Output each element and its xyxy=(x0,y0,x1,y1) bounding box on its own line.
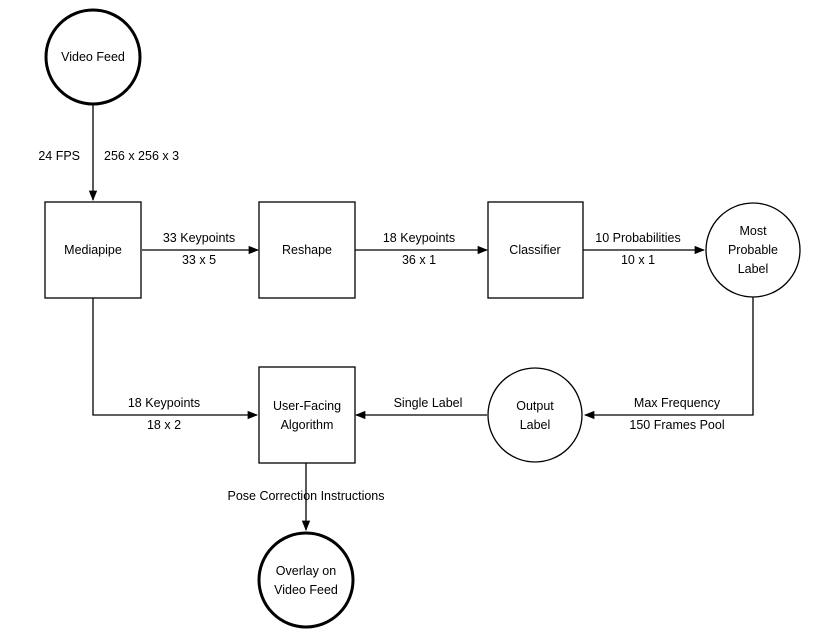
edge-mediapipe-to-user-facing xyxy=(92,298,259,420)
node-mediapipe xyxy=(44,201,142,299)
node-video-feed xyxy=(44,8,142,106)
edge-label-pose-correction: Pose Correction Instructions xyxy=(227,489,384,503)
node-reshape-label: Reshape xyxy=(282,243,332,257)
node-classifier xyxy=(487,201,584,299)
edge-label-36x1: 36 x 1 xyxy=(402,253,436,267)
node-output-label-line2: Label xyxy=(520,418,551,432)
node-output-label-line1: Output xyxy=(516,399,554,413)
node-video-feed-label: Video Feed xyxy=(61,50,125,64)
node-user-facing-line2: Algorithm xyxy=(281,418,334,432)
node-most-probable-line3: Label xyxy=(738,262,769,276)
edge-label-18-keypoints-a: 18 Keypoints xyxy=(383,231,455,245)
edge-label-single-label: Single Label xyxy=(394,396,463,410)
node-classifier-label: Classifier xyxy=(509,243,560,257)
edge-label-10x1: 10 x 1 xyxy=(621,253,655,267)
node-most-probable-line1: Most xyxy=(739,224,767,238)
node-user-facing-line1: User-Facing xyxy=(273,399,341,413)
node-user-facing-algorithm xyxy=(258,366,356,464)
node-reshape xyxy=(258,201,356,299)
node-most-probable-label xyxy=(705,202,801,298)
node-output-label xyxy=(487,367,583,463)
edge-label-24-fps: 24 FPS xyxy=(38,149,80,163)
node-overlay-line2: Video Feed xyxy=(274,583,338,597)
edge-label-18x2: 18 x 2 xyxy=(147,418,181,432)
edge-most-probable-to-output xyxy=(583,297,754,420)
edge-label-256x256x3: 256 x 256 x 3 xyxy=(104,149,179,163)
node-overlay-line1: Overlay on xyxy=(276,564,336,578)
node-most-probable-line2: Probable xyxy=(728,243,778,257)
edge-label-33-keypoints: 33 Keypoints xyxy=(163,231,235,245)
node-overlay-on-video-feed xyxy=(257,531,355,629)
edge-label-150-frames-pool: 150 Frames Pool xyxy=(629,418,724,432)
edge-label-18-keypoints-b: 18 Keypoints xyxy=(128,396,200,410)
edge-label-10-probabilities: 10 Probabilities xyxy=(595,231,680,245)
edge-label-33x5: 33 x 5 xyxy=(182,253,216,267)
edge-label-max-frequency: Max Frequency xyxy=(634,396,721,410)
node-mediapipe-label: Mediapipe xyxy=(64,243,122,257)
